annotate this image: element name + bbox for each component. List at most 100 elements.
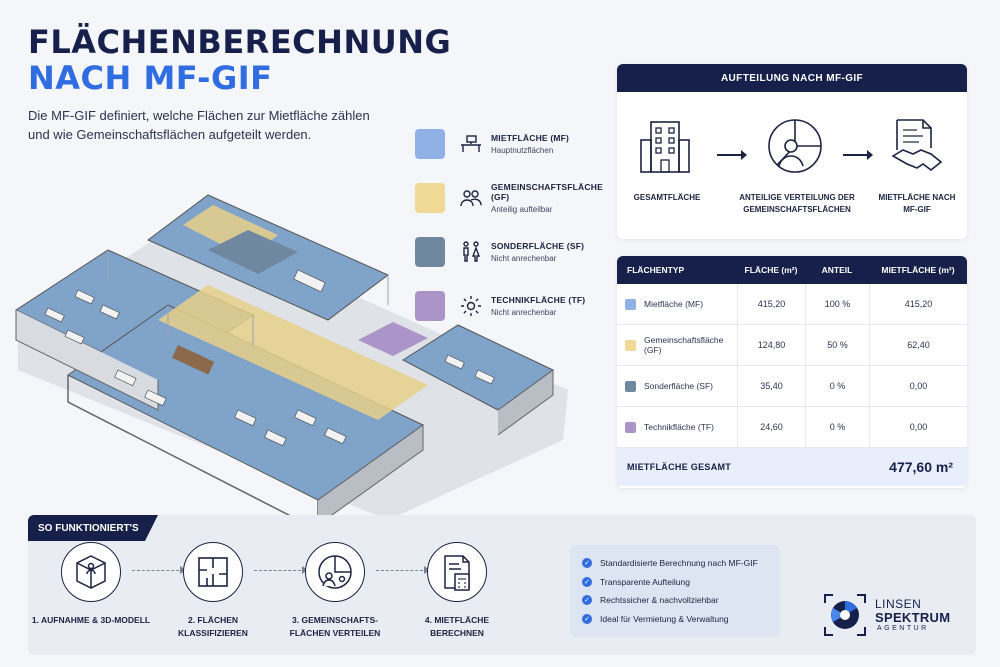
total-label: MIETFLÄCHE GESAMT <box>627 462 732 472</box>
benefit-text: Transparente Aufteilung <box>600 576 690 587</box>
benefit-text: Standardisierte Berechnung nach MF-GIF <box>600 558 758 569</box>
row-type: Gemeinschaftsfläche (GF) <box>644 335 724 355</box>
legend: MIETFLÄCHE (MF) Hauptnutzflächen GEMEINSC… <box>415 128 615 344</box>
total-value: 477,60 m² <box>889 459 953 475</box>
legend-title: GEMEINSCHAFTSFLÄCHE (GF) <box>491 182 603 202</box>
row-area: 24,60 <box>737 407 805 447</box>
lens-logo-icon <box>824 594 866 636</box>
table-header-cell: FLÄCHENTYP <box>627 265 685 275</box>
legend-title: TECHNIKFLÄCHE (TF) <box>491 295 586 305</box>
how-step: 2. FLÄCHEN KLASSIFIZIEREN <box>153 542 273 640</box>
distribution-title: AUFTEILUNG NACH MF-GIF <box>617 64 967 92</box>
row-rent: 415,20 <box>869 284 967 324</box>
row-area: 124,80 <box>737 325 805 365</box>
row-area: 35,40 <box>737 366 805 406</box>
row-swatch <box>625 298 636 310</box>
distribution-step: MIETFLÄCHE NACH MF-GIF <box>878 193 956 214</box>
table-row: Gemeinschaftsfläche (GF) 124,80 50 % 62,… <box>617 325 967 366</box>
logo-line1: LINSEN <box>875 597 922 611</box>
check-icon: ✓ <box>582 595 592 606</box>
legend-title: MIETFLÄCHE (MF) <box>491 133 570 143</box>
legend-item-tf: TECHNIKFLÄCHE (TF) Nicht anrechenbar <box>415 290 615 322</box>
table-total: MIETFLÄCHE GESAMT 477,60 m² <box>617 448 967 486</box>
page-subtitle: Die MF-GIF definiert, welche Flächen zur… <box>28 108 370 142</box>
row-share: 50 % <box>805 325 869 365</box>
benefits-list: ✓Standardisierte Berechnung nach MF-GIF … <box>570 545 780 637</box>
how-it-works: SO FUNKTIONIERT'S 1. AUFNAHME & 3D-MODEL… <box>28 515 976 655</box>
pie-people-icon <box>318 555 352 589</box>
legend-sub: Hauptnutzflächen <box>491 146 554 155</box>
row-type: Sonderfläche (SF) <box>644 381 713 391</box>
arrow-right-icon <box>843 150 873 160</box>
how-step-label: 3. GEMEINSCHAFTS-FLÄCHEN VERTEILEN <box>289 615 381 638</box>
how-step: 1. AUFNAHME & 3D-MODELL <box>31 542 151 627</box>
benefit-text: Ideal für Vermietung & Verwaltung <box>600 613 729 624</box>
table-row: Technikfläche (TF) 24,60 0 % 0,00 <box>617 407 967 448</box>
page-title: FLÄCHENBERECHNUNG <box>28 23 452 61</box>
row-share: 0 % <box>805 366 869 406</box>
row-share: 100 % <box>805 284 869 324</box>
distribution-step: ANTEILIGE VERTEILUNG DER GEMEINSCHAFTSFL… <box>739 193 855 214</box>
how-step-label: 4. MIETFLÄCHE BERECHNEN <box>424 615 490 638</box>
pie-person-icon <box>768 119 822 173</box>
legend-item-gf: GEMEINSCHAFTSFLÄCHE (GF) Anteilig aufteil… <box>415 182 615 214</box>
list-item: ✓ Ideal für Vermietung & Verwaltung <box>582 610 768 629</box>
legend-swatch <box>415 183 445 213</box>
legend-title: SONDERFLÄCHE (SF) <box>491 241 585 251</box>
how-step: 4. MIETFLÄCHE BERECHNEN <box>397 542 517 640</box>
legend-sub: Anteilig aufteilbar <box>491 205 553 214</box>
logo-line2: SPEKTRUM <box>875 610 951 625</box>
row-rent: 0,00 <box>869 366 967 406</box>
header: FLÄCHENBERECHNUNG NACH MF-GIF Die MF-GIF… <box>28 24 451 144</box>
legend-swatch <box>415 291 445 321</box>
table-row: Sonderfläche (SF) 35,40 0 % 0,00 <box>617 366 967 407</box>
benefit-text: Rechtssicher & nachvollziehbar <box>600 595 719 606</box>
distribution-step: GESAMTFLÄCHE <box>633 193 701 202</box>
desk-icon <box>461 135 481 152</box>
logo-line3: AGENTUR <box>877 625 929 632</box>
box-person-icon <box>76 555 106 589</box>
row-rent: 0,00 <box>869 407 967 447</box>
calculator-doc-icon <box>444 555 470 591</box>
row-swatch <box>625 380 636 392</box>
row-swatch <box>625 339 636 351</box>
row-swatch <box>625 421 636 433</box>
list-item: ✓ Rechtssicher & nachvollziehbar <box>582 591 768 610</box>
building-icon <box>640 121 690 173</box>
distribution-card: AUFTEILUNG NACH MF-GIF GESAMTFLÄCHE ANTE… <box>617 64 967 239</box>
row-share: 0 % <box>805 407 869 447</box>
row-type: Technikfläche (TF) <box>644 422 714 432</box>
row-rent: 62,40 <box>869 325 967 365</box>
how-step-label: 2. FLÄCHEN KLASSIFIZIEREN <box>178 615 248 638</box>
company-logo: LINSEN SPEKTRUM AGENTUR <box>823 593 963 637</box>
how-step: 3. GEMEINSCHAFTS-FLÄCHEN VERTEILEN <box>275 542 395 640</box>
table-row: Mietfläche (MF) 415,20 100 % 415,20 <box>617 284 967 325</box>
legend-sub: Nicht anrechenbar <box>491 308 557 317</box>
row-type: Mietfläche (MF) <box>644 299 704 309</box>
how-step-label: 1. AUFNAHME & 3D-MODELL <box>31 615 151 625</box>
page-title-sub: NACH MF-GIF <box>28 59 273 97</box>
legend-sub: Nicht anrechenbar <box>491 254 557 263</box>
table-header: FLÄCHENTYP FLÄCHE (m²) ANTEIL MIETFLÄCHE… <box>617 256 967 284</box>
arrow-right-icon <box>717 150 747 160</box>
floorplan-icon <box>198 557 228 587</box>
legend-swatch <box>415 129 445 159</box>
list-item: ✓ Standardisierte Berechnung nach MF-GIF <box>582 554 768 573</box>
check-icon: ✓ <box>582 576 592 587</box>
table-header-cell: FLÄCHE (m²) <box>744 265 798 275</box>
legend-swatch <box>415 237 445 267</box>
gear-icon <box>461 296 481 316</box>
people-icon <box>460 190 482 207</box>
legend-item-sf: SONDERFLÄCHE (SF) Nicht anrechenbar <box>415 236 615 268</box>
how-tag: SO FUNKTIONIERT'S <box>28 515 158 541</box>
table-header-cell: MIETFLÄCHE (m²) <box>881 265 955 275</box>
restroom-icon <box>463 241 481 262</box>
contract-handshake-icon <box>891 119 943 172</box>
area-table: FLÄCHENTYP FLÄCHE (m²) ANTEIL MIETFLÄCHE… <box>617 256 967 488</box>
legend-item-mf: MIETFLÄCHE (MF) Hauptnutzflächen <box>415 128 615 160</box>
check-icon: ✓ <box>582 558 592 569</box>
row-area: 415,20 <box>737 284 805 324</box>
check-icon: ✓ <box>582 613 592 624</box>
floorplan-illustration <box>14 194 568 520</box>
list-item: ✓ Transparente Aufteilung <box>582 573 768 592</box>
